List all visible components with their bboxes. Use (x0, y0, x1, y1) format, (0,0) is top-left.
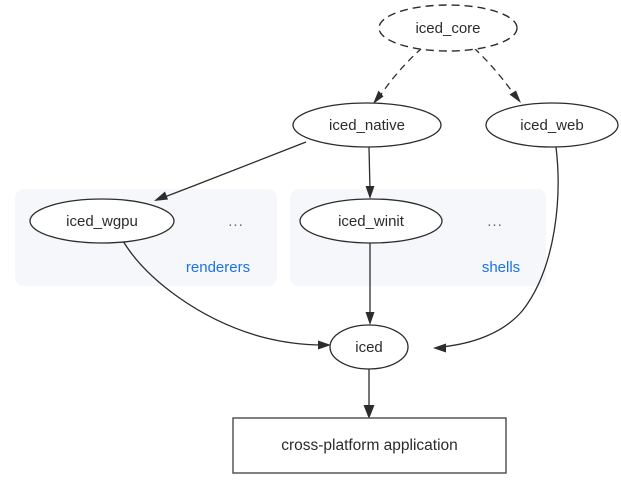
edge-iced-winit-to-iced-arrow (365, 312, 375, 325)
edge-iced-web-to-iced-line (440, 146, 559, 348)
edge-iced-wgpu-to-iced-arrow (318, 340, 331, 350)
edge-iced-core-to-iced-web-line (473, 47, 517, 98)
node-cross-platform-application[interactable]: cross-platform application (232, 417, 507, 474)
cluster-shells-label: shells (482, 259, 520, 276)
edge-iced-native-to-iced-wgpu-arrow (154, 191, 168, 201)
cluster-renderers-label: renderers (186, 259, 250, 276)
cluster-shells-ellipsis: ... (487, 213, 503, 230)
edge-iced-to-application (363, 369, 375, 419)
node-iced-native-shape[interactable] (292, 102, 442, 148)
edge-iced-core-to-iced-native (373, 47, 423, 104)
edge-iced-winit-to-iced (365, 243, 375, 325)
node-iced[interactable]: iced (329, 324, 409, 370)
node-iced-label: iced (355, 339, 383, 356)
node-cross-platform-application-shape[interactable] (232, 417, 507, 474)
edge-iced-to-application-arrow (363, 405, 375, 419)
node-cross-platform-application-label: cross-platform application (281, 437, 458, 454)
edge-iced-core-to-iced-native-line (377, 47, 423, 100)
edge-iced-core-to-iced-web (473, 47, 521, 103)
edge-iced-wgpu-to-iced (122, 240, 331, 350)
edge-iced-native-to-iced-winit-line (368, 146, 371, 192)
edge-iced-wgpu-to-iced-line (122, 240, 324, 346)
node-iced-winit-shape[interactable] (299, 198, 443, 244)
node-iced-core[interactable]: iced_core (378, 4, 518, 52)
node-iced-core-label: iced_core (415, 20, 480, 37)
edge-iced-native-to-iced-wgpu-line (161, 141, 307, 199)
node-iced-native[interactable]: iced_native (292, 102, 442, 148)
node-iced-wgpu-label: iced_wgpu (66, 213, 138, 230)
node-iced-wgpu-shape[interactable] (29, 198, 175, 244)
cluster-renderers-ellipsis: ... (228, 213, 244, 230)
edge-iced-core-to-iced-native-arrow (373, 90, 384, 104)
node-iced-wgpu[interactable]: iced_wgpu (29, 198, 175, 244)
node-iced-winit[interactable]: iced_winit (299, 198, 443, 244)
node-iced-winit-label: iced_winit (338, 213, 405, 230)
node-iced-web-shape[interactable] (485, 102, 619, 148)
node-iced-shape[interactable] (329, 324, 409, 370)
edge-iced-native-to-iced-winit-arrow (365, 186, 375, 199)
node-iced-web-label: iced_web (520, 117, 583, 134)
node-iced-native-label: iced_native (329, 117, 405, 134)
edge-iced-core-to-iced-web-arrow (509, 90, 521, 103)
edge-iced-web-to-iced-arrow (433, 343, 446, 353)
edge-iced-native-to-iced-winit (365, 146, 375, 199)
node-iced-web[interactable]: iced_web (485, 102, 619, 148)
edge-iced-web-to-iced (433, 146, 559, 353)
edge-iced-native-to-iced-wgpu (154, 141, 307, 201)
node-iced-core-shape[interactable] (378, 4, 518, 52)
